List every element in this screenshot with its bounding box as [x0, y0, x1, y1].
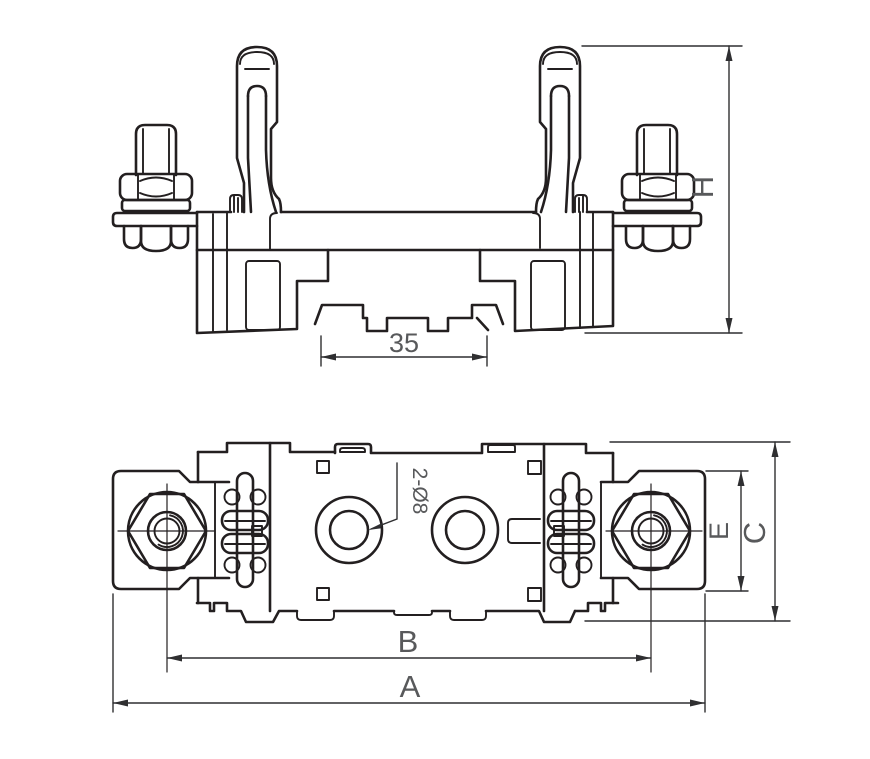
- din-rail-slot: [313, 303, 505, 333]
- right-lever: [534, 45, 588, 214]
- dimension-H: H: [581, 45, 743, 334]
- hole-callout-label: 2-Ø8: [408, 468, 431, 515]
- left-lever: [229, 45, 283, 214]
- hole-callout: 2-Ø8: [368, 462, 431, 530]
- dim-label-35: 35: [389, 328, 419, 358]
- dimension-E: E: [704, 470, 749, 592]
- dim-label-A: A: [400, 669, 421, 704]
- elevation-body: [195, 210, 615, 335]
- dimension-A: A: [112, 593, 706, 713]
- dim-label-H: H: [685, 176, 720, 198]
- dim-label-E: E: [704, 522, 734, 540]
- right-terminal-pad: [599, 469, 707, 673]
- plan-body: [195, 441, 620, 624]
- plan-view: 2-Ø8 E C B: [111, 441, 791, 713]
- left-terminal-pad: [111, 469, 231, 673]
- elevation-view: H 35: [111, 45, 743, 367]
- mounting-holes: [314, 495, 500, 565]
- dimension-C: C: [584, 441, 791, 622]
- dimension-B: B: [166, 624, 652, 662]
- right-bolt-assembly: [611, 123, 703, 253]
- left-fuse-clip: [220, 471, 270, 589]
- dim-label-C: C: [737, 522, 772, 544]
- right-fuse-clip: [546, 471, 596, 589]
- dim-label-B: B: [398, 624, 419, 659]
- left-bolt-assembly: [111, 123, 199, 253]
- dimension-35: 35: [320, 328, 488, 367]
